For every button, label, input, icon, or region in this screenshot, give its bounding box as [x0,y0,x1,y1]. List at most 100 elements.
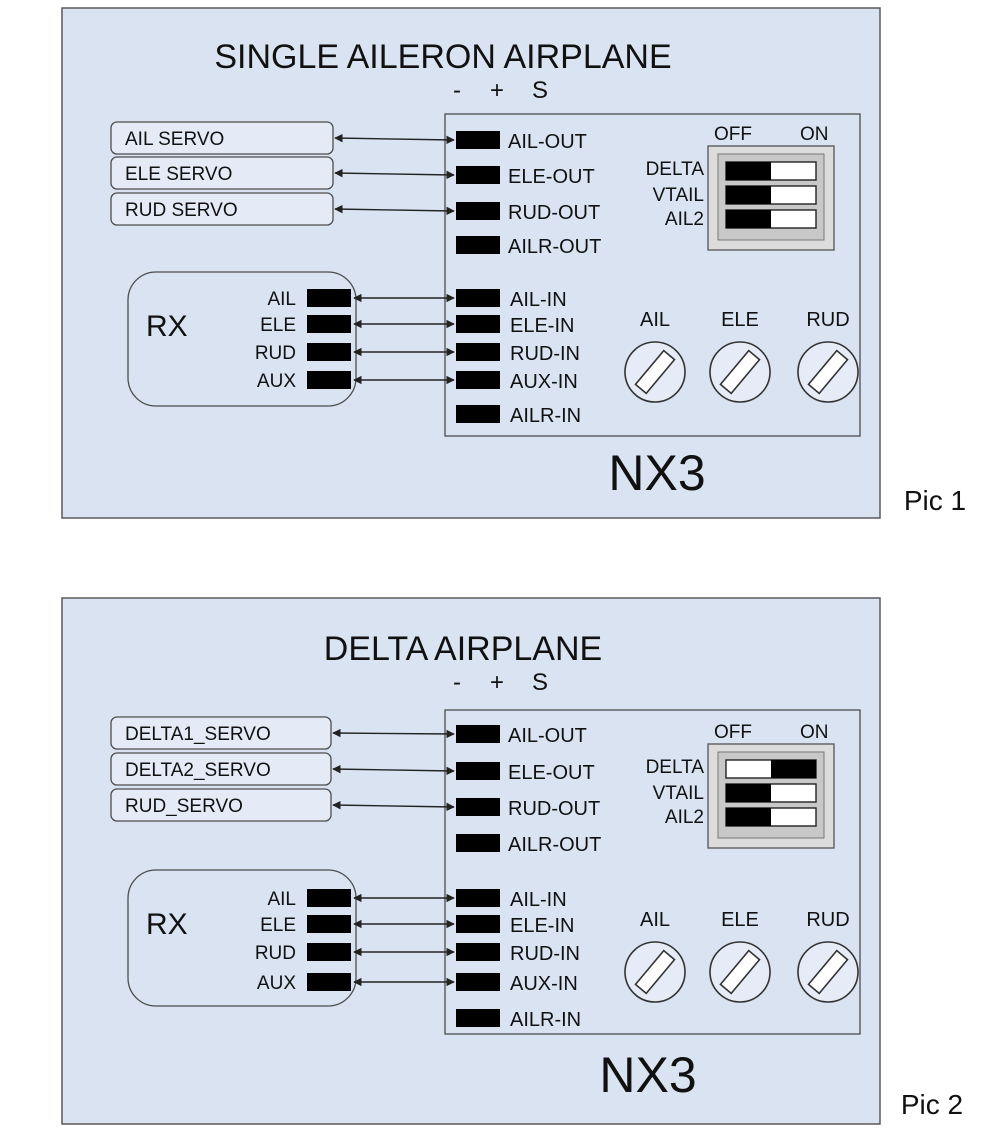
receiver-channel-label: AIL [267,889,296,910]
receiver-channel-label: AUX [257,973,296,994]
servo-box: RUD_SERVO [110,788,455,822]
picture-caption: Pic 1 [904,485,966,516]
pin-header-label: + [490,77,504,104]
diagram-title: DELTA AIRPLANE [324,630,602,668]
receiver-connector [307,371,351,389]
dip-switch-lever [726,162,771,180]
receiver-connector [307,343,351,361]
output-connector [456,798,500,816]
dip-on-label: ON [800,722,829,743]
diagram-panel-2: DELTA AIRPLANE- + S DELTA1_SERVO DELTA2_SERV… [61,597,963,1125]
receiver-connector [307,889,351,907]
input-connector [456,405,500,423]
output-label: ELE-OUT [508,166,595,188]
receiver-label: RX [146,908,188,941]
dip-switch-label: VTAIL [653,783,704,804]
pin-header-label: S [532,77,548,104]
servo-box: DELTA1_SERVO [110,716,455,750]
device-name: NX3 [608,445,705,501]
dip-switch-label: AIL2 [665,209,704,230]
servo-outline [110,192,334,226]
panel-background [61,597,881,1125]
gain-knob-label: AIL [640,309,670,331]
servo-wire [332,800,455,812]
input-label: AIL-IN [510,889,567,911]
input-connector [456,1009,500,1027]
input-connector [456,943,500,961]
receiver-channel-label: ELE [260,915,296,936]
input-label: AILR-IN [510,405,581,427]
servo-box: RUD SERVO [110,192,455,226]
diagram-title: SINGLE AILERON AIRPLANE [214,38,671,76]
receiver-channel-label: AUX [257,371,296,392]
servo-wire [334,204,455,216]
receiver-outline [127,271,357,407]
panel-background [61,7,881,519]
gain-knob-label: RUD [806,309,849,331]
dip-switch-lever [726,808,771,826]
dip-on-label: ON [800,124,829,145]
output-label: ELE-OUT [508,762,595,784]
receiver-outline [127,869,357,1007]
servo-outline [110,156,334,190]
receiver-connector [307,289,351,307]
servo-label: AIL SERVO [125,129,224,150]
input-connector [456,371,500,389]
input-label: AILR-IN [510,1009,581,1031]
output-connector [456,762,500,780]
dip-switch-label: DELTA [646,757,705,778]
pin-header-label: - [453,669,461,696]
output-connector [456,202,500,220]
gain-knob-label: ELE [721,909,759,931]
receiver-channel-label: RUD [255,943,296,964]
gain-knob-label: ELE [721,309,759,331]
dip-switch-lever [771,760,816,778]
input-label: ELE-IN [510,315,574,337]
receiver-connector [307,315,351,333]
input-connector [456,343,500,361]
servo-box: ELE SERVO [110,156,455,190]
output-label: RUD-OUT [508,202,600,224]
servo-wire [334,168,455,180]
input-label: AUX-IN [510,973,578,995]
input-label: RUD-IN [510,343,580,365]
input-label: AIL-IN [510,289,567,311]
receiver-connector [307,915,351,933]
output-connector [456,725,500,743]
output-connector [456,236,500,254]
output-label: AILR-OUT [508,834,601,856]
dip-switch-label: DELTA [646,159,705,180]
input-connector [456,973,500,991]
receiver-connector [307,943,351,961]
servo-label: RUD_SERVO [125,796,243,817]
nx3-device-outline [444,709,861,1035]
servo-wire [332,728,455,739]
servo-box: AIL SERVO [110,121,455,155]
pin-header-label: + [490,669,504,696]
dip-switch-lever [726,186,771,204]
servo-label: DELTA2_SERVO [125,760,271,781]
dip-off-label: OFF [714,124,752,145]
input-connector [456,915,500,933]
output-label: RUD-OUT [508,798,600,820]
gain-knob-slot [807,949,849,995]
servo-outline [110,121,334,155]
dip-switch-label: VTAIL [653,185,704,206]
servo-box: DELTA2_SERVO [110,752,455,786]
servo-outline [110,788,332,822]
pin-header-label: S [532,669,548,696]
receiver-channel-label: RUD [255,343,296,364]
output-label: AIL-OUT [508,725,587,747]
gain-knob-label: RUD [806,909,849,931]
input-connector [456,889,500,907]
output-label: AIL-OUT [508,131,587,153]
gain-knob-label: AIL [640,909,670,931]
servo-label: DELTA1_SERVO [125,724,271,745]
input-label: RUD-IN [510,943,580,965]
servo-wire [334,133,455,145]
output-label: AILR-OUT [508,236,601,258]
nx3-device-outline [444,113,861,437]
